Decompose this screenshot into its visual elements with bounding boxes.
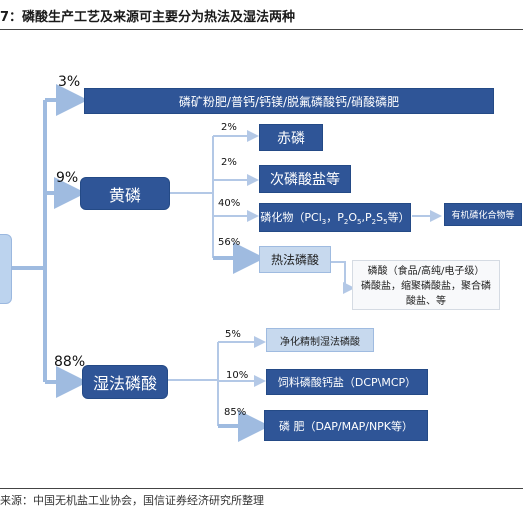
wet-phosphoric-acid-box: 湿法磷酸 (82, 365, 168, 399)
pct-purified: 5% (225, 329, 241, 340)
phosphate-rock-box (0, 234, 12, 304)
pct-wet: 88% (54, 354, 86, 370)
purified-wet-acid-box: 净化精制湿法磷酸 (266, 328, 374, 352)
title-rule (0, 29, 523, 30)
pct-thermal: 56% (218, 237, 241, 248)
phosphate-fertilizer-box: 磷 肥（DAP/MAP/NPK等） (264, 410, 428, 441)
red-phosphorus-box: 赤磷 (259, 124, 323, 151)
note-line-3: 酸盐、等 (406, 296, 446, 307)
pct-top: 3% (58, 74, 81, 90)
source-note: 来源：中国无机盐工业协会，国信证券经济研究所整理 (0, 494, 264, 507)
phosphide-box: 磷化物（PCl3，P2O5,P2S5等） (259, 203, 411, 232)
note-line-2: 磷酸盐，缩聚磷酸盐，聚合磷 (361, 281, 491, 292)
pct-fertilizer: 85% (224, 407, 247, 418)
hypophosphite-box: 次磷酸盐等 (259, 165, 351, 193)
pct-feed: 10% (226, 370, 249, 381)
figure-title: 7：磷酸生产工艺及来源可主要分为热法及湿法两种 (0, 10, 296, 25)
organic-phosphorus-box: 有机磷化合物等 (444, 203, 522, 226)
pct-hypo: 2% (221, 157, 237, 168)
feed-calcium-phosphate-box: 饲料磷酸钙盐（DCP\MCP） (266, 369, 428, 395)
phosphide-text: 磷化物（PCl3，P2O5,P2S5等） (260, 210, 410, 227)
source-rule (0, 488, 523, 489)
yellow-phosphorus-box: 黄磷 (80, 177, 170, 210)
pct-yellow: 9% (56, 170, 79, 186)
pct-phosphide: 40% (218, 198, 241, 209)
thermal-products-note: 磷酸（食品/高纯/电子级） 磷酸盐，缩聚磷酸盐，聚合磷 酸盐、等 (352, 260, 500, 310)
thermal-phosphoric-acid-box: 热法磷酸 (259, 246, 331, 273)
top-products-box: 磷矿粉肥/普钙/钙镁/脱氟磷酸钙/硝酸磷肥 (84, 88, 494, 114)
pct-red: 2% (221, 122, 237, 133)
note-line-1: 磷酸（食品/高纯/电子级） (367, 266, 485, 277)
